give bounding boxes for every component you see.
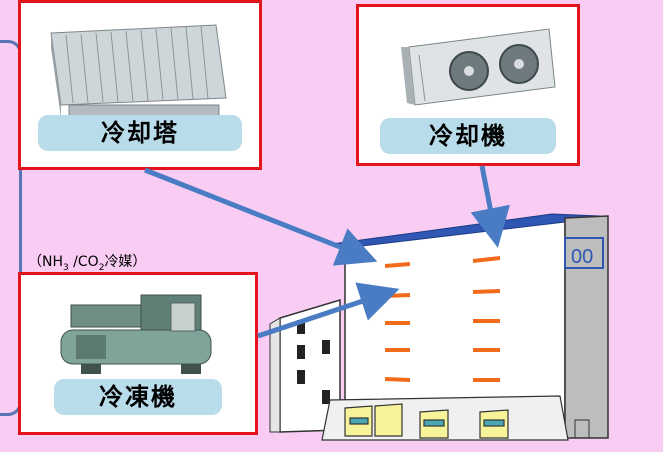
cooling-tower-label: 冷却塔 [38,115,242,151]
side-panel-box [564,237,604,269]
refrigerator-label: 冷凍機 [54,379,222,415]
annex-windows [297,320,330,404]
air-cooler-card: 冷却機 [356,4,580,166]
side-door [574,419,590,439]
air-cooler-image [401,28,556,106]
refrigerator-image [60,294,212,374]
vent-marks [384,256,501,382]
truck-docks [344,403,509,439]
arrow-air-cooler [470,165,510,248]
cooling-tower-card: 冷却塔 [18,0,262,170]
arrow-refrigerator [257,282,400,339]
side-panel [0,40,22,416]
side-panel-text: 00 [571,246,593,268]
air-cooler-label: 冷却機 [380,118,556,154]
refrigerator-card: 冷凍機 [18,272,258,435]
arrow-cooling-tower [144,167,378,266]
refrigerant-note: （NH3 /CO2冷媒） [28,254,147,273]
warehouse-side [564,215,609,439]
flow-arrows [144,165,510,339]
